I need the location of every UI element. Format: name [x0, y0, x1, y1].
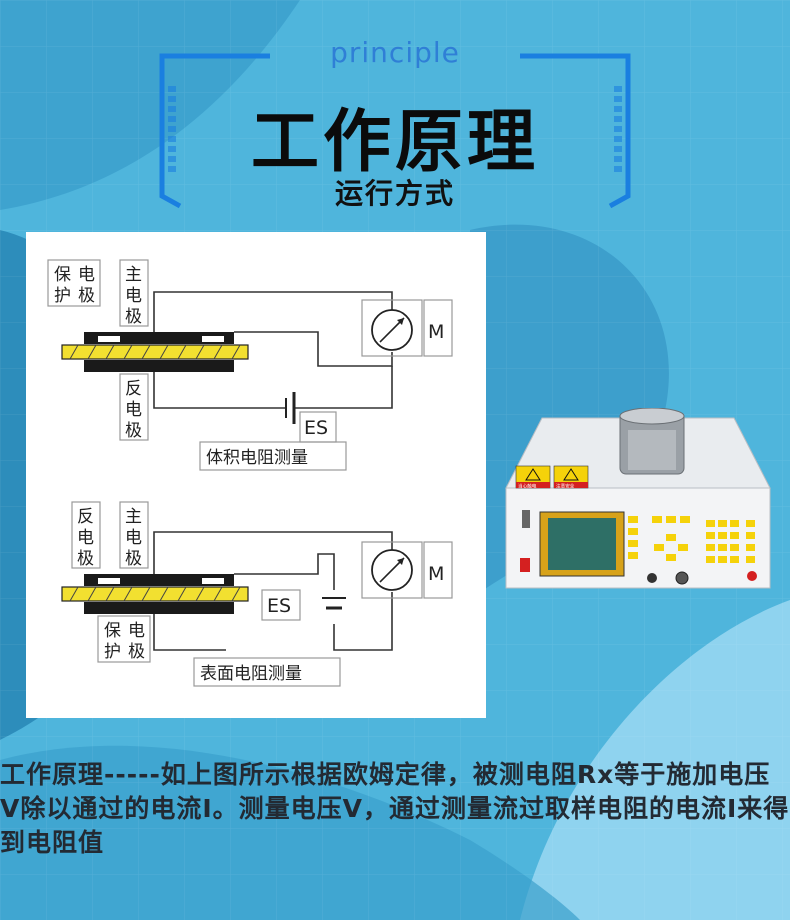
- surface-resistance-diagram: 反 电 极 主 电 极 保 电 护 极: [61, 501, 453, 687]
- surface-caption: 表面电阻测量: [200, 664, 302, 684]
- s-main-label-2: 电: [125, 528, 142, 548]
- s-source-label: ES: [267, 595, 291, 617]
- svg-text:注意安全: 注意安全: [556, 483, 575, 490]
- principle-diagram-panel: 保 电 护 极 主 电 极 反 电 极: [26, 232, 486, 718]
- s-main-label-1: 主: [125, 507, 142, 527]
- principle-diagram: 保 电 护 极 主 电 极 反 电 极: [47, 259, 453, 687]
- header-eyebrow: principle: [330, 36, 460, 69]
- counter-label-3: 极: [125, 421, 142, 441]
- guard-label-3: 护: [54, 286, 71, 306]
- top-electrode: [84, 332, 234, 344]
- principle-description: 工作原理-----如上图所示根据欧姆定律，被测电阻Rx等于施加电压V除以通过的电…: [0, 760, 790, 857]
- page-subtitle: 运行方式: [334, 177, 455, 210]
- meter-label: M: [428, 321, 444, 343]
- bottom-electrode: [84, 360, 234, 372]
- svg-text:当心触电: 当心触电: [518, 483, 537, 490]
- source-label: ES: [304, 417, 328, 439]
- s-main-label-3: 极: [125, 549, 142, 569]
- main-label-2: 电: [125, 286, 142, 306]
- s-guard-label-1: 保: [104, 621, 121, 641]
- counter-label-2: 电: [125, 400, 142, 420]
- s-counter-label-1: 反: [77, 507, 94, 527]
- guard-label-1: 保: [54, 265, 71, 285]
- header-frame: [159, 53, 631, 209]
- s-counter-label-2: 电: [77, 528, 94, 548]
- guard-label-4: 极: [78, 286, 95, 306]
- main-label-3: 极: [125, 307, 142, 327]
- s-guard-label-3: 护: [104, 642, 121, 662]
- main-label-1: 主: [125, 265, 142, 285]
- tester-device-image: 当心触电 注意安全: [505, 408, 771, 589]
- s-meter-label: M: [428, 563, 444, 585]
- guard-label-2: 电: [78, 265, 95, 285]
- s-guard-label-2: 电: [128, 621, 145, 641]
- s-meter-icon: [371, 549, 413, 591]
- volume-caption: 体积电阻测量: [206, 448, 308, 468]
- sample: [61, 344, 249, 360]
- counter-label-1: 反: [125, 379, 142, 399]
- s-counter-label-3: 极: [77, 549, 94, 569]
- meter-icon: [371, 309, 413, 351]
- volume-resistance-diagram: 保 电 护 极 主 电 极 反 电 极: [47, 259, 453, 471]
- s-guard-label-4: 极: [128, 642, 145, 662]
- page-title: 工作原理: [250, 103, 539, 182]
